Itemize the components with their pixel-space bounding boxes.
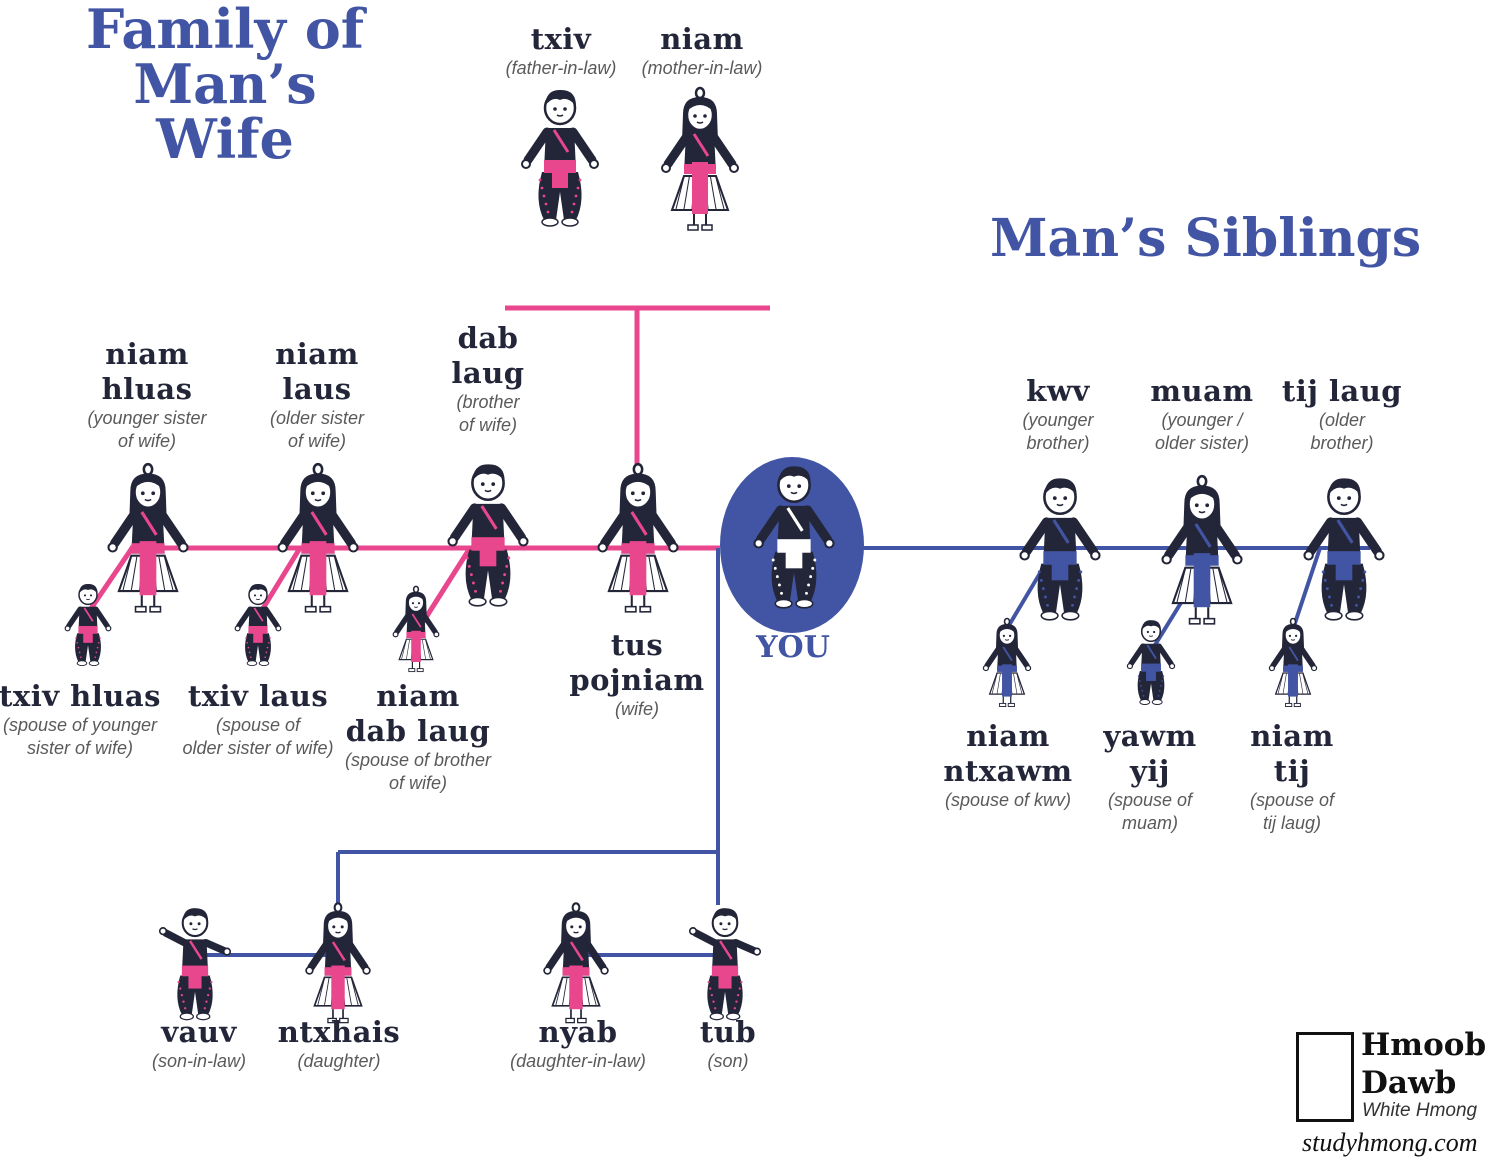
term: tub bbox=[699, 1015, 757, 1049]
gloss: (spouse of tij laug) bbox=[1249, 790, 1335, 833]
term: vauv bbox=[161, 1015, 237, 1049]
label-spouse-of-younger-sister: txiv hluas (spouse of younger sister of … bbox=[0, 679, 161, 760]
figure-son bbox=[688, 908, 762, 1021]
gloss: (spouse of muam) bbox=[1107, 790, 1193, 833]
figure-you bbox=[753, 466, 835, 609]
label-older-brother: tij laug (older brother) bbox=[1282, 374, 1402, 455]
gloss: (daughter) bbox=[297, 1051, 381, 1071]
term: niam laus bbox=[275, 337, 359, 406]
label-you: YOU bbox=[756, 630, 830, 665]
link-older-sister-spouse bbox=[259, 546, 303, 612]
term: dab laug bbox=[451, 321, 525, 390]
figure-sister bbox=[1161, 474, 1243, 625]
gloss: (father-in-law) bbox=[505, 58, 617, 78]
term: niam dab laug bbox=[345, 679, 491, 748]
gloss: (younger sister of wife) bbox=[87, 408, 207, 451]
gloss: (older brother) bbox=[1310, 410, 1374, 453]
term: niam hluas bbox=[101, 337, 193, 406]
term: ntxhais bbox=[277, 1015, 401, 1049]
gloss: (brother of wife) bbox=[456, 392, 520, 435]
label-son: tub (son) bbox=[700, 1015, 756, 1073]
figure-daughter-in-law bbox=[543, 902, 609, 1024]
label-spouse-of-kwv: niam ntxawm (spouse of kwv) bbox=[943, 719, 1072, 812]
term: niam ntxawm bbox=[943, 719, 1073, 788]
wife-family-lines bbox=[87, 305, 770, 632]
gloss: (older sister of wife) bbox=[269, 408, 365, 451]
link-tij-spouse bbox=[1290, 547, 1322, 633]
term: txiv hluas bbox=[0, 679, 161, 713]
gloss: (younger brother) bbox=[1022, 410, 1094, 453]
label-older-sister-of-wife: niam laus (older sister of wife) bbox=[270, 337, 364, 453]
link-younger-sister-spouse bbox=[87, 546, 135, 612]
label-wife: tus pojniam (wife) bbox=[569, 628, 704, 721]
figure-younger-sister-of-wife bbox=[107, 462, 189, 613]
label-daughter-in-law: nyab (daughter-in-law) bbox=[510, 1015, 646, 1073]
heading-wife-family: Family of Man’s Wife bbox=[86, 0, 364, 172]
figure-son-in-law bbox=[158, 908, 232, 1021]
label-spouse-of-muam: yawm yij (spouse of muam) bbox=[1103, 719, 1196, 835]
heading-mans-siblings: Man’s Siblings bbox=[990, 208, 1422, 269]
figure-spouse-of-younger-sister bbox=[64, 583, 112, 667]
figure-spouse-of-brother bbox=[392, 585, 440, 673]
label-father-in-law: txiv (father-in-law) bbox=[506, 22, 617, 80]
figure-wife bbox=[597, 462, 679, 613]
gloss: (wife) bbox=[614, 699, 659, 719]
logo-title: Hmoob Dawb bbox=[1361, 1027, 1487, 1101]
gloss: (spouse of older sister of wife) bbox=[182, 715, 334, 758]
figure-younger-brother bbox=[1019, 478, 1101, 621]
term: kwv bbox=[1026, 374, 1090, 408]
figure-older-sister-of-wife bbox=[277, 462, 359, 613]
label-mother-in-law: niam (mother-in-law) bbox=[642, 22, 763, 80]
term: niam bbox=[660, 22, 744, 56]
gloss: (daughter-in-law) bbox=[510, 1051, 646, 1071]
term: tij laug bbox=[1281, 374, 1403, 408]
figure-spouse-of-older-sister bbox=[234, 583, 282, 667]
label-sister: muam (younger / older sister) bbox=[1150, 374, 1253, 455]
figure-spouse-of-kwv bbox=[982, 617, 1032, 707]
gloss: (mother-in-law) bbox=[641, 58, 763, 78]
term: txiv bbox=[530, 22, 592, 56]
figure-spouse-of-tij bbox=[1268, 617, 1318, 707]
figure-brother-of-wife bbox=[447, 464, 529, 607]
logo-box bbox=[1296, 1032, 1354, 1122]
logo-subtitle: White Hmong bbox=[1362, 1100, 1478, 1121]
term: yawm yij bbox=[1103, 719, 1197, 788]
term: txiv laus bbox=[187, 679, 329, 713]
label-younger-sister-of-wife: niam hluas (younger sister of wife) bbox=[87, 337, 206, 453]
term: muam bbox=[1150, 374, 1254, 408]
gloss: (son) bbox=[707, 1051, 749, 1071]
label-spouse-of-older-sister: txiv laus (spouse of older sister of wif… bbox=[182, 679, 333, 760]
term: niam tij bbox=[1250, 719, 1334, 788]
site-url[interactable]: studyhmong.com bbox=[1302, 1128, 1478, 1157]
label-daughter: ntxhais (daughter) bbox=[278, 1015, 401, 1073]
figure-daughter bbox=[305, 902, 371, 1024]
gloss: (spouse of younger sister of wife) bbox=[2, 715, 158, 758]
label-spouse-of-brother: niam dab laug (spouse of brother of wife… bbox=[345, 679, 491, 795]
gloss: (spouse of brother of wife) bbox=[344, 750, 492, 793]
gloss: (son-in-law) bbox=[151, 1051, 247, 1071]
label-son-in-law: vauv (son-in-law) bbox=[152, 1015, 246, 1073]
figure-father-in-law bbox=[521, 89, 599, 227]
gloss: (younger / older sister) bbox=[1154, 410, 1250, 453]
label-spouse-of-tij: niam tij (spouse of tij laug) bbox=[1250, 719, 1334, 835]
figure-older-brother bbox=[1303, 478, 1385, 621]
term: nyab bbox=[538, 1015, 618, 1049]
label-younger-brother: kwv (younger brother) bbox=[1022, 374, 1093, 455]
label-brother-of-wife: dab laug (brother of wife) bbox=[451, 321, 524, 437]
figure-spouse-of-muam bbox=[1126, 620, 1176, 705]
term: tus pojniam bbox=[569, 628, 705, 697]
figure-mother-in-law bbox=[661, 86, 739, 231]
gloss: (spouse of kwv) bbox=[944, 790, 1072, 810]
